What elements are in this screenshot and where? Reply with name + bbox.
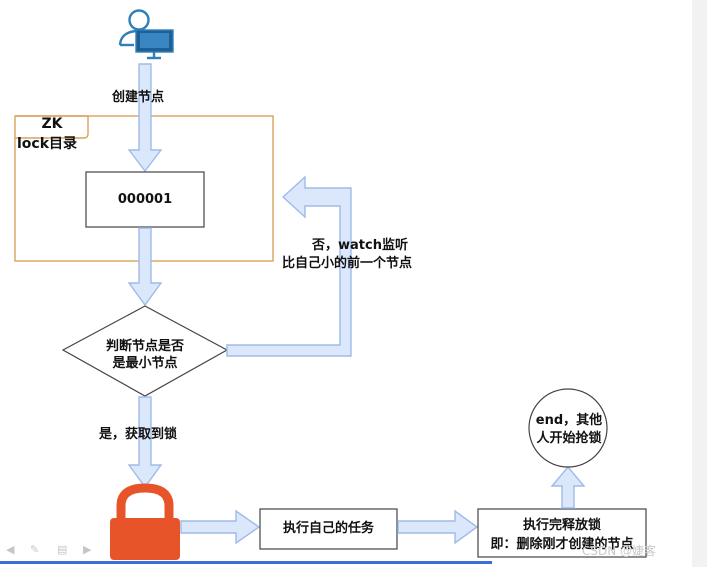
yes-branch-label: 是，获取到锁 <box>99 427 178 442</box>
node-id-text: 000001 <box>117 191 173 207</box>
node-box <box>85 171 205 228</box>
arrow-node-to-decision <box>127 227 163 307</box>
watermark-text: CSDN @婕客 <box>582 544 657 558</box>
right-scroll-border <box>692 0 707 567</box>
create-node-label: 创建节点 <box>112 90 165 105</box>
end-line1: end，其他 <box>535 413 603 428</box>
menu-icon[interactable]: ▤ <box>57 543 68 556</box>
decision-line2: 是最小节点 <box>112 356 178 371</box>
decision-line1: 判断节点是否 <box>105 339 184 354</box>
end-circle <box>528 388 608 468</box>
arrow-lock-to-task <box>180 509 261 545</box>
end-line2: 人开始抢锁 <box>536 431 602 446</box>
progress-line <box>0 561 492 564</box>
lock-icon <box>110 483 180 560</box>
pen-icon[interactable]: ✎ <box>30 543 40 556</box>
task-text: 执行自己的任务 <box>282 521 374 536</box>
arrow-task-to-release <box>397 509 479 545</box>
no-branch-line2: 比自己小的前一个节点 <box>282 256 413 271</box>
task-box <box>259 508 398 550</box>
user-computer-icon <box>118 9 174 60</box>
arrow-create-to-node <box>127 63 163 173</box>
forward-icon[interactable]: ▶ <box>83 543 92 556</box>
arrow-release-to-end <box>550 465 586 509</box>
zk-title-line2: lock目录 <box>17 136 78 152</box>
release-box <box>477 508 647 558</box>
arrow-loop-back <box>226 175 352 357</box>
arrow-decision-to-lock <box>127 396 163 489</box>
decision-diamond <box>61 305 229 397</box>
back-icon[interactable]: ◀ <box>6 543 15 556</box>
no-branch-line1: 否，watch监听 <box>312 238 408 253</box>
release-line2: 即：删除刚才创建的节点 <box>490 537 634 552</box>
zk-title-line1: ZK <box>41 116 63 132</box>
release-line1: 执行完释放锁 <box>522 518 601 533</box>
